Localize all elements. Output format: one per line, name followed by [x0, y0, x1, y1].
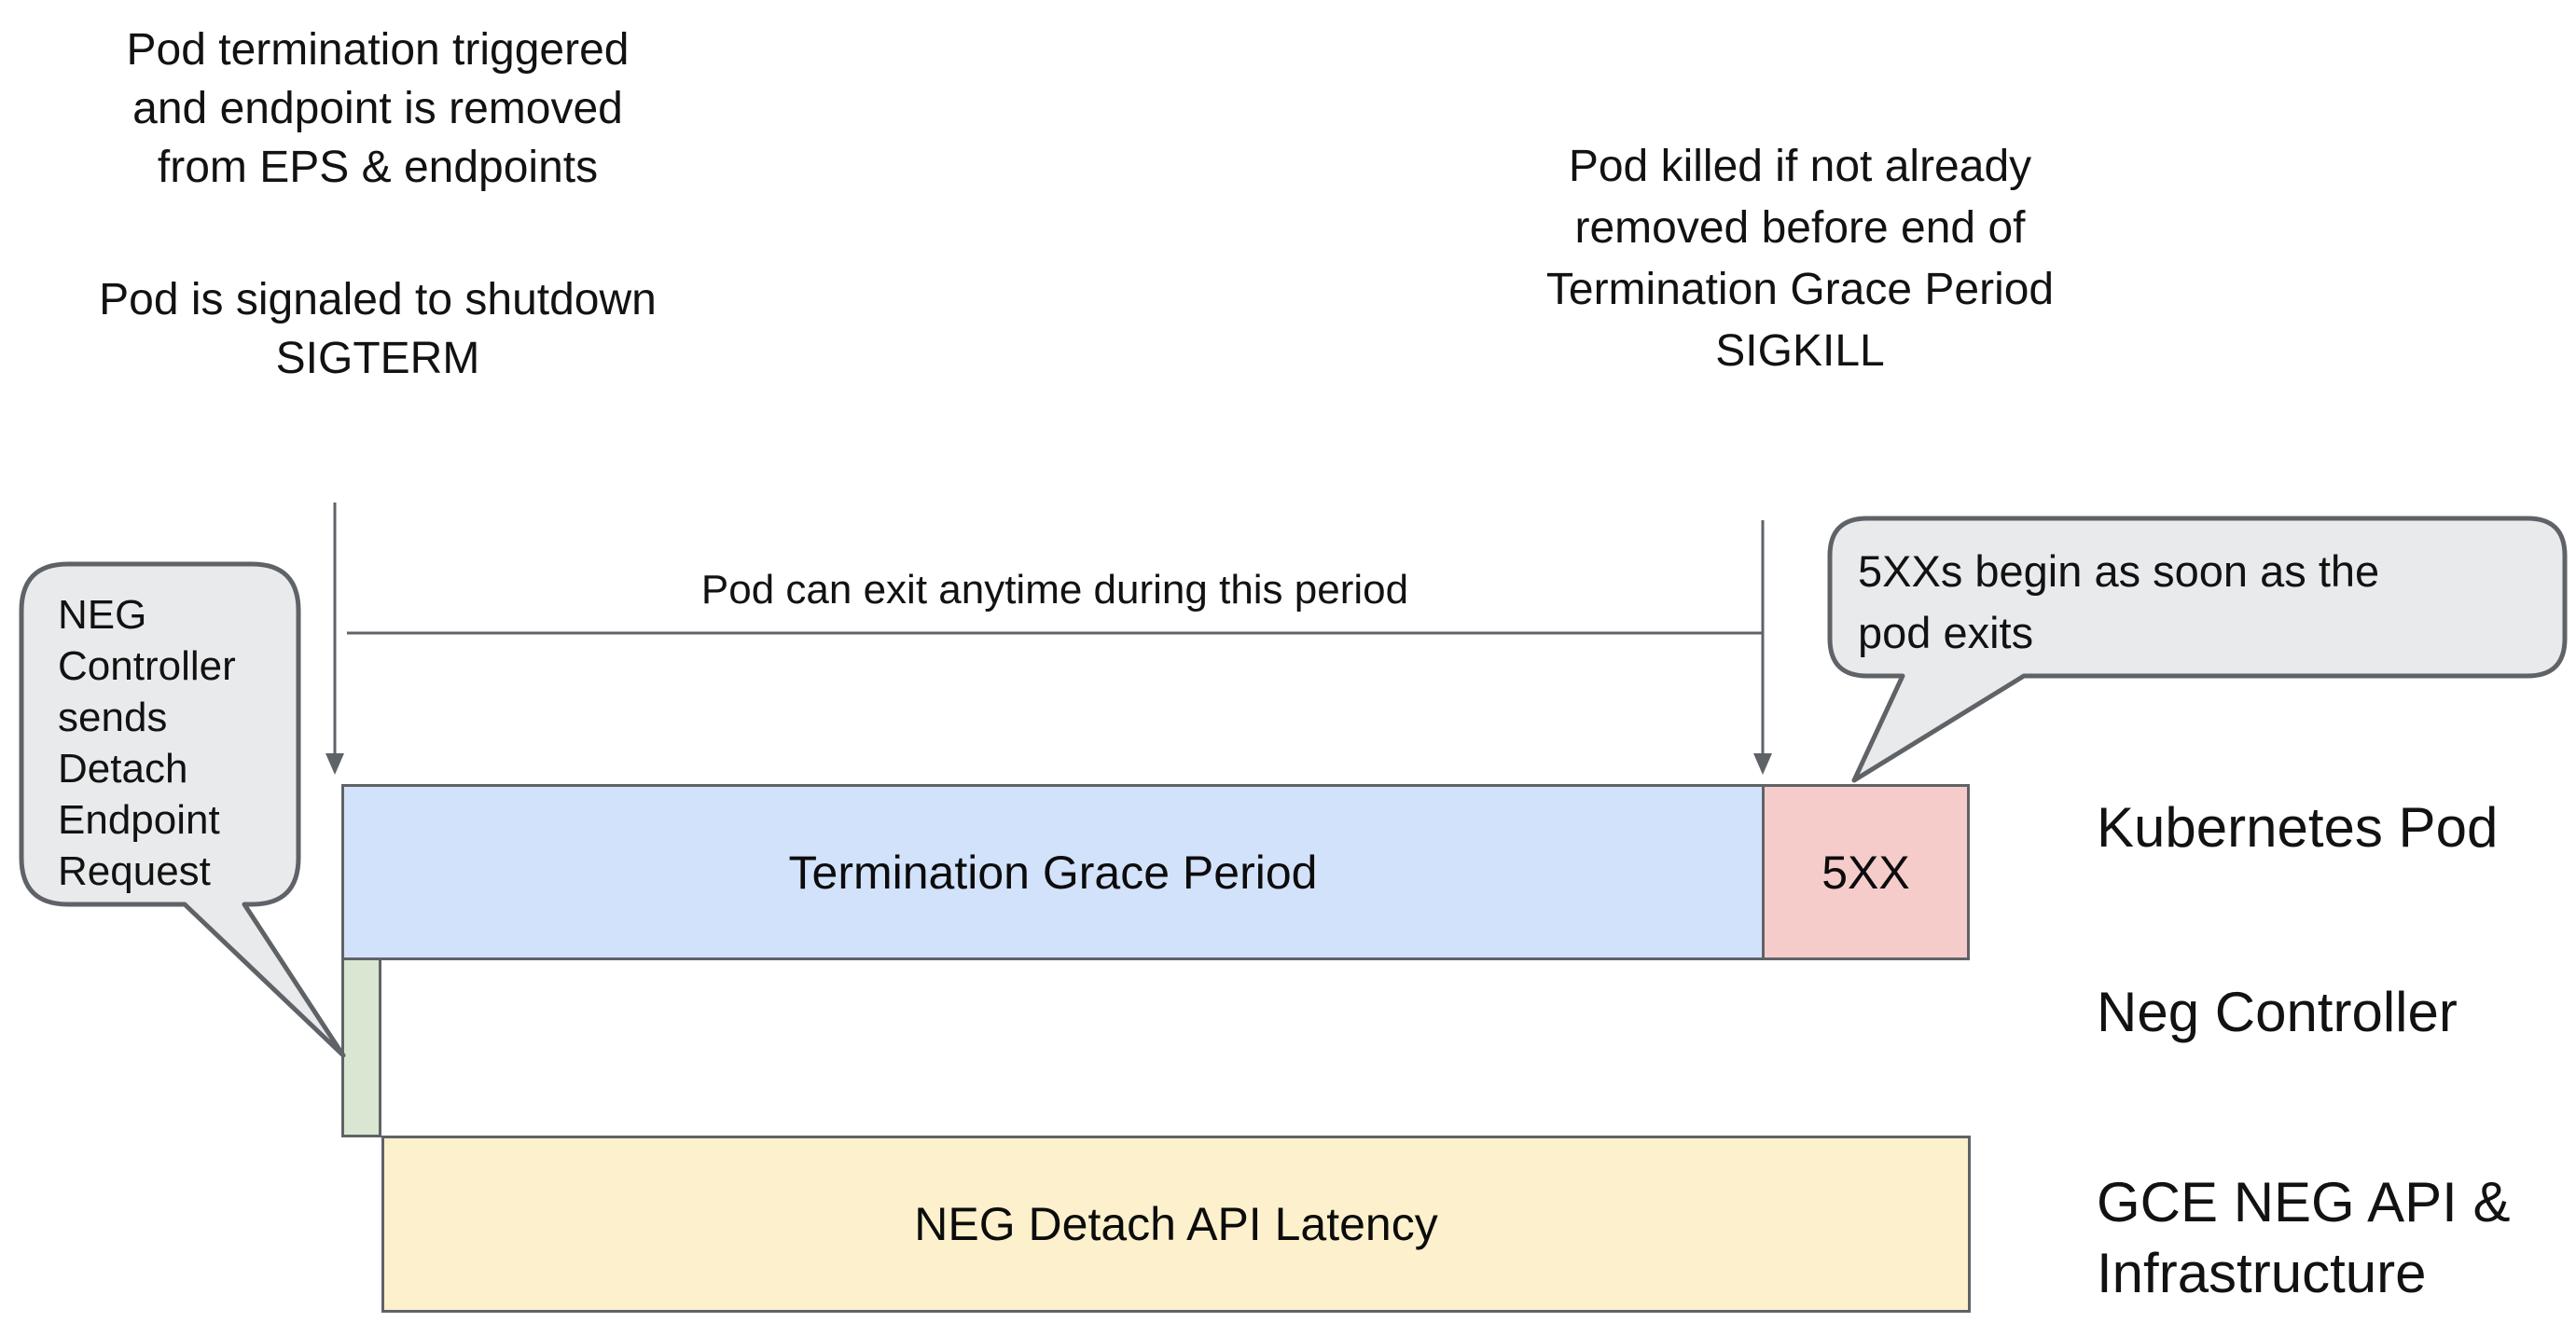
neg-detach-api-latency-bar: NEG Detach API Latency	[381, 1136, 1971, 1313]
sigkill-arrow	[1753, 520, 1772, 775]
row-label-gce-neg-api: GCE NEG API & Infrastructure	[2097, 1171, 2511, 1304]
row-label-kubernetes-pod: Kubernetes Pod	[2097, 796, 2499, 859]
pod-termination-note: Pod termination triggered and endpoint i…	[126, 25, 630, 192]
termination-grace-period-bar: Termination Grace Period	[341, 784, 1765, 960]
left-callout-text: NEG Controller sends Detach Endpoint Req…	[58, 592, 236, 894]
error-5xx-bar: 5XX	[1762, 784, 1970, 960]
sigterm-arrow	[325, 503, 344, 775]
neg-detach-api-latency-label: NEG Detach API Latency	[914, 1198, 1438, 1250]
right-callout-text: 5XXs begin as soon as the pod exits	[1858, 546, 2380, 657]
period-label: Pod can exit anytime during this period	[700, 567, 1409, 613]
termination-grace-period-label: Termination Grace Period	[788, 846, 1318, 899]
error-5xx-label: 5XX	[1821, 846, 1910, 899]
sigkill-note: Pod killed if not already removed before…	[1545, 142, 2055, 376]
row-label-neg-controller: Neg Controller	[2097, 981, 2458, 1043]
neg-controller-detach-bar	[341, 957, 381, 1137]
sigterm-note: Pod is signaled to shutdown SIGTERM	[99, 275, 657, 383]
